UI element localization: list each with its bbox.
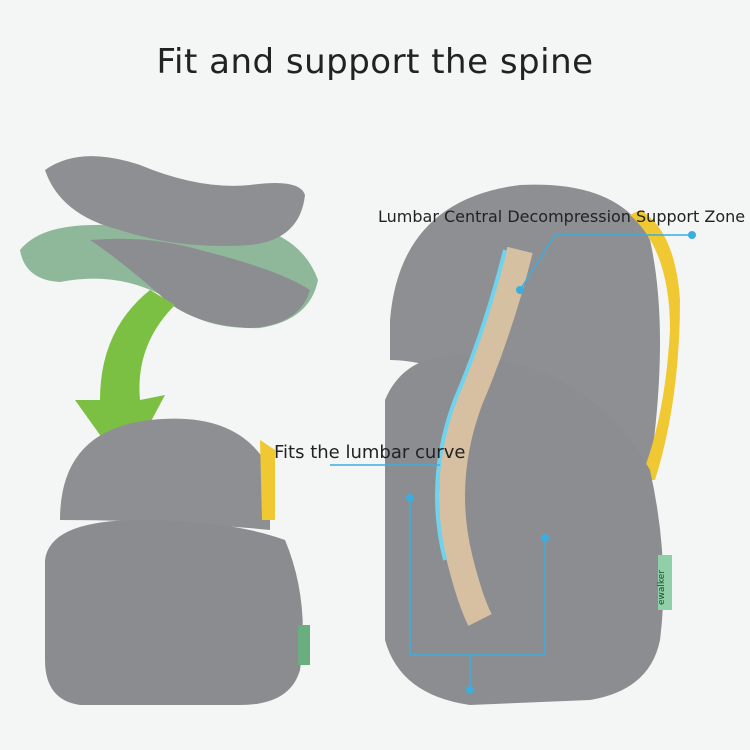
brand-tag: ewalker — [657, 569, 667, 605]
cushion-front-view — [45, 418, 310, 705]
support-zone-label: Lumbar Central Decompression Support Zon… — [378, 207, 746, 226]
lumbar-curve-label: Fits the lumbar curve — [274, 442, 466, 463]
callout-lines — [330, 234, 692, 690]
arrow-icon — [75, 290, 175, 470]
spine-illustration — [439, 246, 533, 626]
headline: Fit and support the spine — [156, 42, 594, 82]
cushion-side-view — [385, 184, 680, 705]
cushion-top-view — [20, 156, 318, 329]
